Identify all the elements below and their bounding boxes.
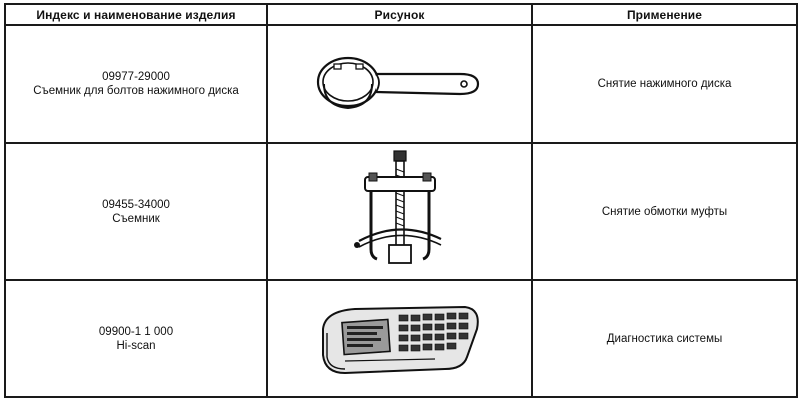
table-header-row: Индекс и наименование изделия Рисунок Пр… — [4, 3, 798, 26]
table-row: 09455-34000 Съемник — [4, 142, 798, 281]
cell-index-name: 09900-1 1 000 Hi-scan — [4, 279, 268, 398]
cell-picture — [266, 142, 533, 281]
header-picture: Рисунок — [266, 3, 533, 26]
item-index: 09977-29000 — [102, 71, 170, 83]
table-row: 09977-29000 Съемник для болтов нажимного… — [4, 24, 798, 144]
cell-index-name: 09977-29000 Съемник для болтов нажимного… — [4, 24, 268, 144]
item-name: Съемник — [112, 212, 160, 225]
puller-tool-icon — [353, 150, 441, 264]
header-usage: Применение — [531, 3, 798, 26]
cell-usage: Диагностика системы — [531, 279, 798, 398]
cell-usage: Снятие обмотки муфты — [531, 142, 798, 281]
cell-picture — [266, 24, 533, 144]
handheld-scanner-icon — [321, 305, 479, 374]
cell-index-name: 09455-34000 Съемник — [4, 142, 268, 281]
cell-picture — [266, 279, 533, 398]
table-row: 09900-1 1 000 Hi-scan Д — [4, 279, 798, 398]
item-index: 09900-1 1 000 — [98, 325, 174, 338]
tools-table: Индекс и наименование изделия Рисунок Пр… — [4, 3, 798, 398]
header-index-name: Индекс и наименование изделия — [4, 3, 268, 26]
item-index: 09455-34000 — [102, 198, 170, 211]
item-name: Съемник для болтов нажимного диска — [33, 85, 239, 97]
cell-usage: Снятие нажимного диска — [531, 24, 798, 144]
item-name: Hi-scan — [116, 339, 156, 352]
wrench-ring-tool-icon — [316, 56, 479, 110]
